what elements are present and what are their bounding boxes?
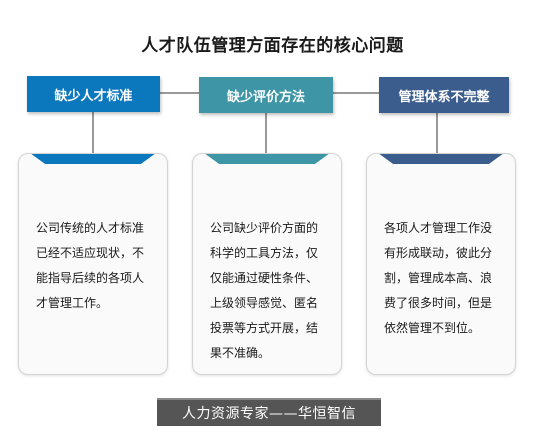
card-tab — [204, 154, 330, 164]
card-tab — [30, 154, 156, 164]
card-body: 公司缺少评价方面的科学的工具方法，仅仅能通过硬性条件、上级领导感觉、匿名投票等方… — [210, 221, 319, 360]
header-incomplete-management-system: 管理体系不完整 — [379, 77, 509, 113]
card-talent-standard: 公司传统的人才标准已经不适应现状，不能指导后续的各项人才管理工作。 — [18, 153, 168, 375]
watermark-banner: 人力资源专家——华恒智信 — [157, 398, 381, 426]
card-body: 公司传统的人才标准已经不适应现状，不能指导后续的各项人才管理工作。 — [36, 221, 145, 310]
card-body: 各项人才管理工作没有形成联动，彼此分割，管理成本高、浪费了很多时间，但是依然管理… — [384, 221, 493, 335]
header-label: 缺少评价方法 — [226, 89, 305, 105]
card-management-system: 各项人才管理工作没有形成联动，彼此分割，管理成本高、浪费了很多时间，但是依然管理… — [366, 153, 516, 375]
card-evaluation-method: 公司缺少评价方面的科学的工具方法，仅仅能通过硬性条件、上级领导感觉、匿名投票等方… — [192, 153, 342, 375]
header-missing-evaluation-method: 缺少评价方法 — [199, 77, 333, 113]
header-label: 管理体系不完整 — [398, 89, 490, 105]
diagram-title: 人才队伍管理方面存在的核心问题 — [141, 36, 404, 56]
header-missing-talent-standard: 缺少人才标准 — [27, 76, 160, 112]
card-tab — [378, 154, 504, 164]
header-label: 缺少人才标准 — [54, 88, 133, 104]
